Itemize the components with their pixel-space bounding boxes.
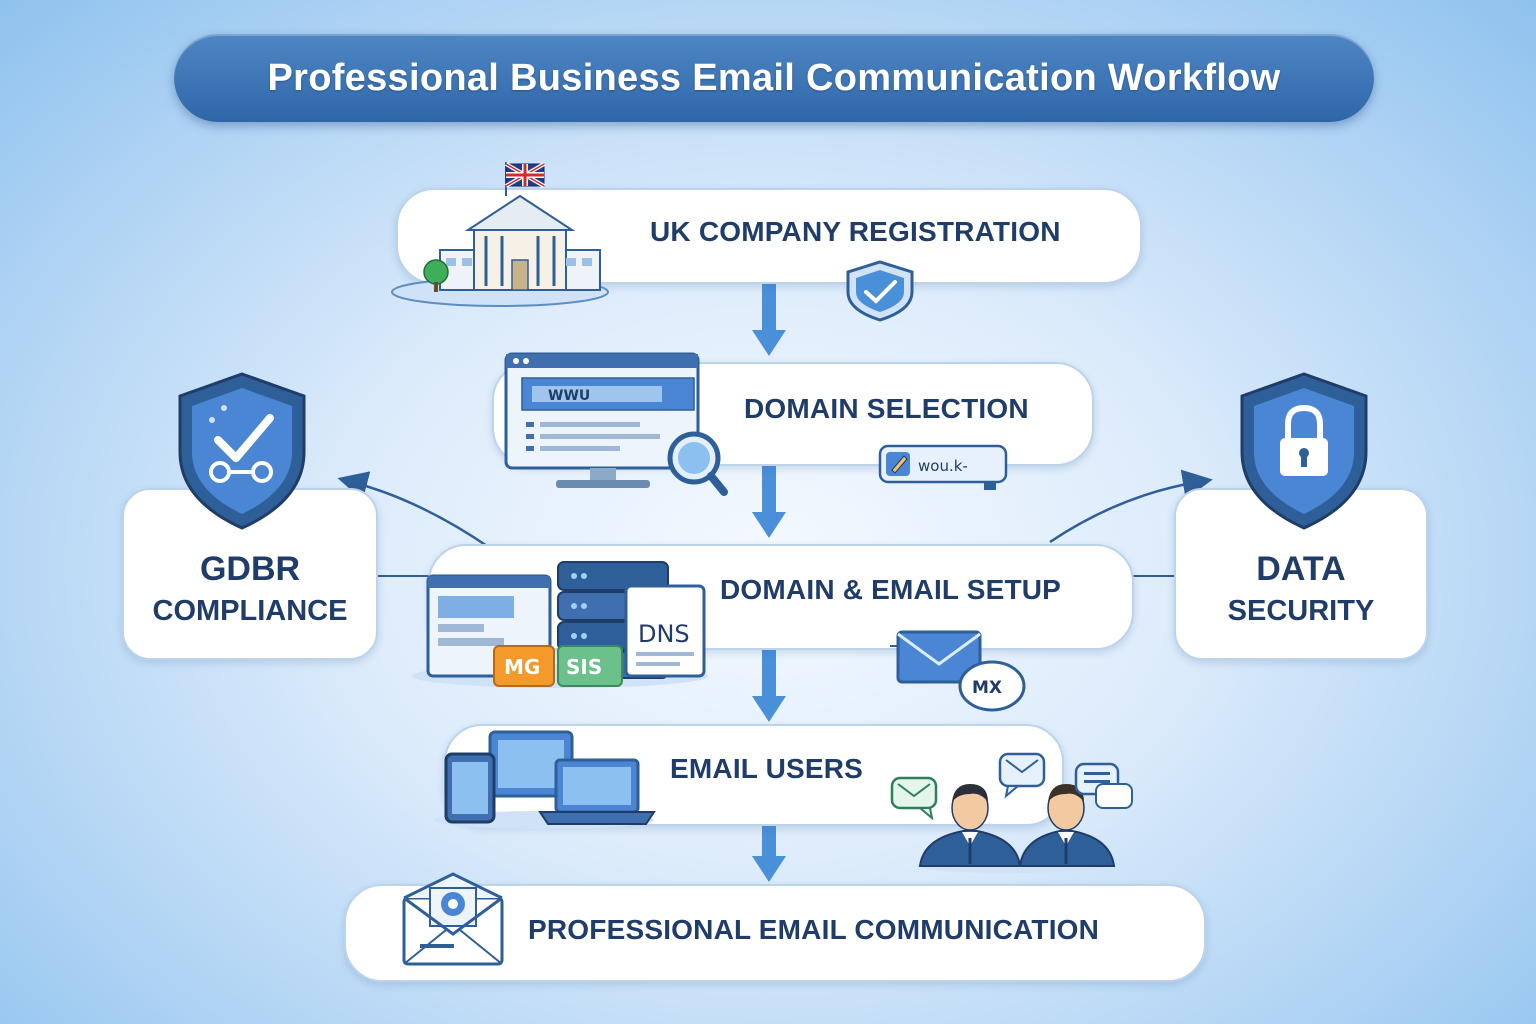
connector-to-gdbr (337, 471, 491, 550)
flow-arrow-3 (752, 646, 786, 722)
step-box-domain-email-setup: DOMAIN & EMAIL SETUP (428, 544, 1134, 650)
step-label: PROFESSIONAL EMAIL COMMUNICATION (528, 914, 1100, 945)
side-box-gdbr-compliance: GDBR COMPLIANCE (122, 488, 378, 660)
side-box-line1: DATA (1256, 550, 1346, 588)
step-label: EMAIL USERS (670, 753, 864, 784)
step-box-domain-selection: DOMAIN SELECTION (492, 362, 1094, 466)
side-box-line1: GDBR (199, 550, 301, 588)
side-box-line2: SECURITY (1227, 595, 1375, 627)
flow-arrow-1 (752, 280, 786, 356)
step-label: UK COMPANY REGISTRATION (650, 216, 1061, 247)
step-box-uk-company-registration: UK COMPANY REGISTRATION (396, 188, 1142, 284)
side-box-line2: COMPLIANCE (152, 595, 348, 627)
step-box-professional-email-communication: PROFESSIONAL EMAIL COMMUNICATION (344, 884, 1206, 982)
side-box-data-security: DATA SECURITY (1174, 488, 1428, 660)
step-label: DOMAIN SELECTION (744, 393, 1029, 424)
diagram-title: Professional Business Email Communicatio… (267, 56, 1281, 99)
flow-arrow-2 (752, 462, 786, 538)
diagram-title-bar: Professional Business Email Communicatio… (174, 34, 1374, 122)
flow-arrow-4 (752, 822, 786, 882)
connector-to-security (1049, 469, 1213, 544)
step-box-email-users: EMAIL USERS (444, 724, 1064, 826)
step-label: DOMAIN & EMAIL SETUP (720, 574, 1062, 605)
